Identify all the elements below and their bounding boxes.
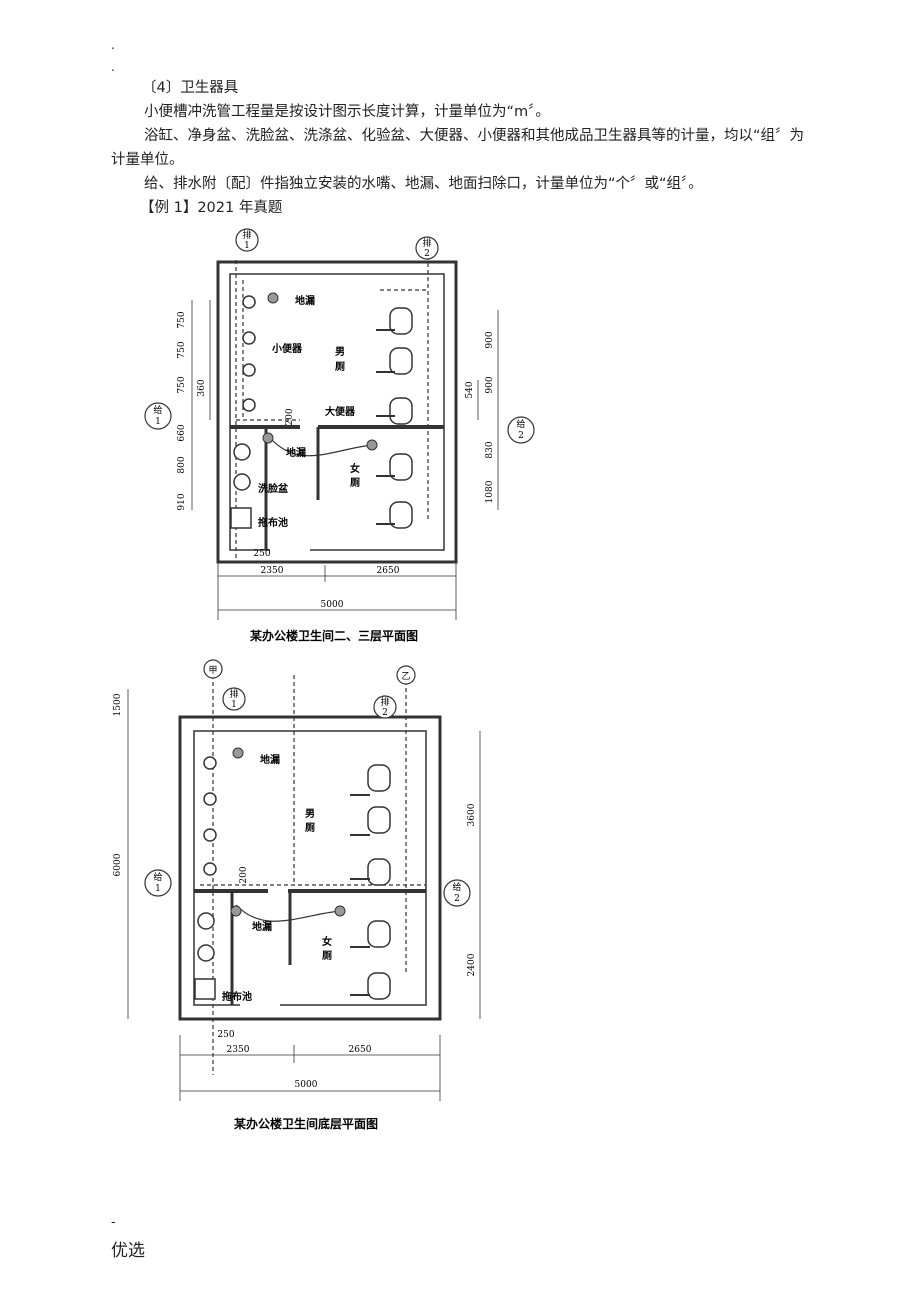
- svg-text:1: 1: [244, 241, 250, 251]
- svg-text:900: 900: [485, 331, 495, 348]
- urinal-group: [242, 295, 256, 412]
- svg-text:250: 250: [217, 1030, 234, 1040]
- svg-text:厕: 厕: [322, 950, 332, 962]
- toilet-group: [389, 307, 413, 529]
- svg-text:给: 给: [452, 881, 461, 893]
- figure-1-caption: 某办公楼卫生间二、三层平面图: [250, 628, 418, 643]
- svg-text:360: 360: [197, 379, 207, 396]
- svg-text:2: 2: [518, 431, 524, 441]
- svg-text:800: 800: [177, 456, 187, 473]
- floor-plan-figure-2: 甲 乙 排1 排2 给1 给2 地漏 男厕 地漏 女厕 拖布池 1500 600…: [113, 659, 481, 1131]
- toilet-group: [367, 764, 391, 1000]
- svg-text:地漏: 地漏: [286, 446, 306, 459]
- svg-text:250: 250: [253, 549, 270, 559]
- paragraph-1: 小便槽冲洗管工程量是按设计图示长度计算，计量单位为“m〞。: [144, 104, 550, 120]
- svg-text:660: 660: [177, 424, 187, 441]
- svg-text:女: 女: [322, 935, 332, 948]
- svg-text:750: 750: [177, 341, 187, 358]
- svg-text:2350: 2350: [261, 566, 284, 576]
- svg-text:拖布池: 拖布池: [222, 990, 252, 1003]
- paragraph-3: 给、排水附〔配〕件指独立安装的水嘴、地漏、地面扫除口，计量单位为“个〞或“组〞。: [144, 176, 703, 192]
- svg-text:排: 排: [229, 688, 238, 700]
- svg-text:地漏: 地漏: [260, 753, 280, 766]
- gei1-marker: [144, 402, 172, 430]
- urinal-group: [203, 756, 217, 876]
- inner-wall: [229, 273, 445, 551]
- svg-text:甲: 甲: [208, 665, 217, 676]
- svg-text:2350: 2350: [227, 1045, 250, 1055]
- svg-text:3600: 3600: [467, 803, 477, 826]
- footer-dash: -: [111, 1215, 116, 1230]
- svg-text:1: 1: [231, 700, 237, 710]
- svg-text:排: 排: [422, 237, 431, 249]
- svg-text:2: 2: [382, 708, 388, 718]
- header-mark: .: [111, 38, 115, 52]
- marker-text: 排: [242, 229, 251, 241]
- basin-group: [230, 443, 252, 529]
- svg-text:5000: 5000: [295, 1080, 318, 1090]
- pai2-marker: [415, 236, 439, 260]
- svg-text:地漏: 地漏: [295, 294, 315, 307]
- svg-text:830: 830: [485, 441, 495, 458]
- footer-label: 优选: [111, 1241, 145, 1261]
- outer-wall: [216, 260, 458, 564]
- svg-text:女: 女: [350, 462, 360, 475]
- svg-text:拖布池: 拖布池: [258, 516, 288, 529]
- svg-text:给: 给: [516, 418, 525, 430]
- svg-text:2650: 2650: [377, 566, 400, 576]
- example-title: 【例 1】2021 年真题: [140, 200, 283, 216]
- header-mark: .: [111, 60, 115, 74]
- floor-drain-icon: [262, 292, 378, 451]
- svg-text:910: 910: [177, 493, 187, 510]
- svg-text:2400: 2400: [467, 953, 477, 976]
- svg-text:地漏: 地漏: [252, 920, 272, 933]
- paragraph-2: 浴缸、净身盆、洗脸盆、洗涤盆、化验盆、大便器、小便器和其他成品卫生器具等的计量，…: [111, 128, 805, 168]
- section-heading: 〔4〕卫生器具: [142, 80, 239, 96]
- svg-text:厕: 厕: [350, 477, 360, 489]
- svg-text:1500: 1500: [113, 693, 123, 716]
- svg-text:900: 900: [485, 376, 495, 393]
- gei2-marker: [507, 416, 535, 444]
- svg-text:乙: 乙: [401, 671, 410, 682]
- svg-text:大便器: 大便器: [325, 405, 356, 418]
- svg-text:小便器: 小便器: [271, 342, 303, 355]
- svg-text:2: 2: [424, 249, 430, 259]
- svg-text:1: 1: [155, 417, 161, 427]
- svg-text:厕: 厕: [305, 822, 315, 834]
- svg-text:给: 给: [153, 871, 162, 883]
- svg-text:男: 男: [335, 346, 345, 358]
- svg-text:540: 540: [465, 381, 475, 398]
- basin-group: [194, 912, 216, 1000]
- svg-text:洗脸盆: 洗脸盆: [258, 482, 289, 495]
- svg-text:男: 男: [305, 808, 315, 820]
- svg-text:5000: 5000: [321, 600, 344, 610]
- svg-text:厕: 厕: [335, 361, 345, 373]
- svg-text:750: 750: [177, 311, 187, 328]
- svg-text:200: 200: [239, 866, 249, 883]
- figure-2-caption: 某办公楼卫生间底层平面图: [234, 1116, 378, 1131]
- svg-text:1: 1: [155, 884, 161, 894]
- svg-text:排: 排: [380, 696, 389, 708]
- svg-text:6000: 6000: [113, 853, 123, 876]
- floor-plan-figure-1: 排1 排2 给1 给2 地漏 小便器 男厕 大便器 地漏 女厕 洗脸盆 拖布池 …: [144, 228, 535, 643]
- svg-text:750: 750: [177, 376, 187, 393]
- svg-text:200: 200: [285, 408, 295, 425]
- svg-text:1080: 1080: [485, 480, 495, 503]
- svg-text:2650: 2650: [349, 1045, 372, 1055]
- svg-text:给: 给: [153, 404, 162, 416]
- svg-text:2: 2: [454, 894, 460, 904]
- floor-drain-icon: [230, 747, 346, 917]
- pai1-marker: [235, 228, 259, 252]
